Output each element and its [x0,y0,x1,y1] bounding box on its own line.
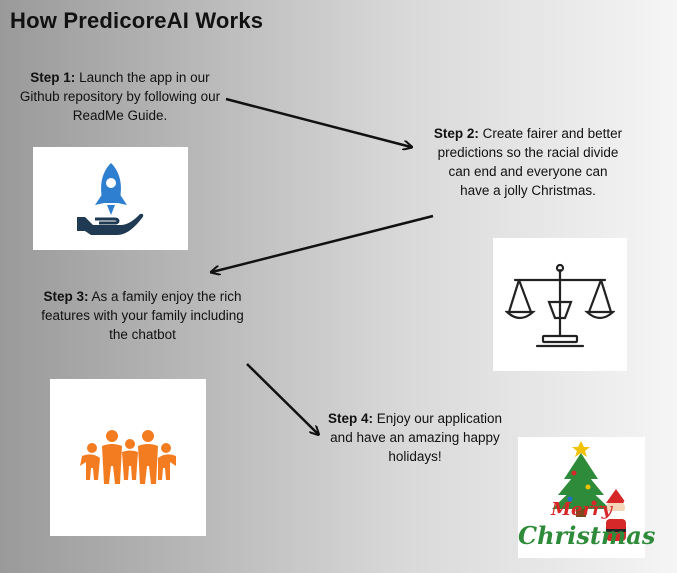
step-3-label: Step 3: [43,289,89,304]
step-4-label: Step 4: [327,411,373,426]
arrow-step2-to-step3 [212,214,434,272]
step-2-description: Create fairer and better predictions so … [437,126,623,198]
family-icon [80,429,176,484]
step-1-label: Step 1: [30,70,76,85]
balance-scale-icon [505,263,615,347]
step-1-text: Step 1: Launch the app in our Github rep… [15,68,225,125]
rocket-in-hand-icon [76,162,143,235]
step-2-text: Step 2: Create fairer and better predict… [433,124,623,200]
step-4-description: Enjoy our application and have an amazin… [330,411,503,464]
step-3-image [50,379,206,536]
christmas-text: Christmas [518,521,656,550]
step-1-image [33,147,188,250]
arrow-step3-to-step4 [246,363,318,434]
step-2-label: Step 2: [433,126,479,141]
step-3-text: Step 3: As a family enjoy the rich featu… [30,287,255,344]
step-4-text: Step 4: Enjoy our application and have a… [320,409,510,466]
arrow-step1-to-step2 [225,97,411,147]
page-title: How PredicoreAI Works [10,8,264,33]
step-2-image [493,238,627,371]
merry-christmas-illustration [552,441,629,541]
step-4-image: Merry Christmas [518,437,656,558]
step-3-description: As a family enjoy the rich features with… [41,289,244,342]
merry-text: Merry [551,499,612,520]
step-1-description: Launch the app in our Github repository … [19,70,221,123]
